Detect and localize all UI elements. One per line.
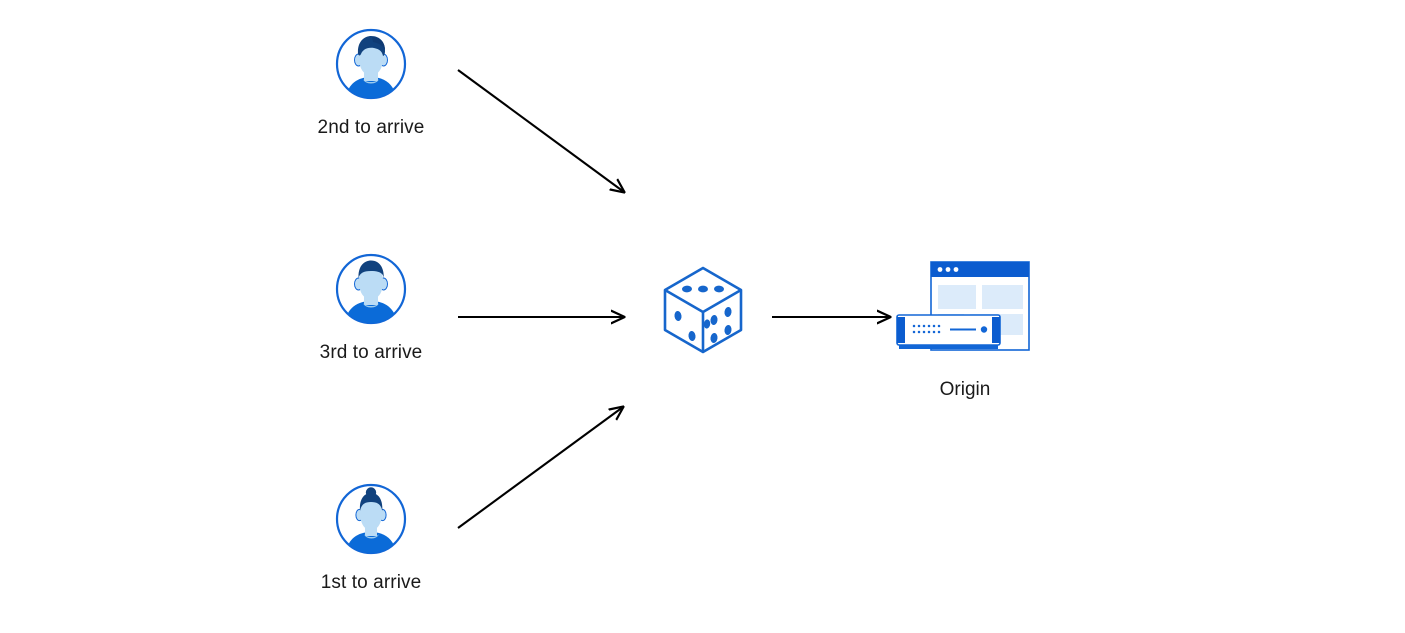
origin-server-icon	[890, 255, 1040, 365]
origin-node[interactable]: Origin	[890, 255, 1040, 401]
client-node-1st[interactable]: 1st to arrive	[316, 482, 426, 594]
origin-label: Origin	[939, 379, 991, 400]
client-label-2nd: 2nd to arrive	[317, 117, 425, 138]
client-label-3rd: 3rd to arrive	[319, 342, 423, 363]
dice-cube-icon[interactable]	[659, 264, 747, 356]
client-label-1st: 1st to arrive	[320, 572, 422, 593]
user-avatar-icon	[334, 252, 408, 326]
client-node-2nd[interactable]: 2nd to arrive	[316, 27, 426, 139]
user-avatar-icon	[334, 482, 408, 556]
client-node-3rd[interactable]: 3rd to arrive	[316, 252, 426, 364]
user-avatar-icon	[334, 27, 408, 101]
arrow-2nd-to-dice	[457, 69, 624, 192]
arrow-1st-to-dice	[457, 407, 623, 529]
server-device	[896, 314, 1001, 349]
